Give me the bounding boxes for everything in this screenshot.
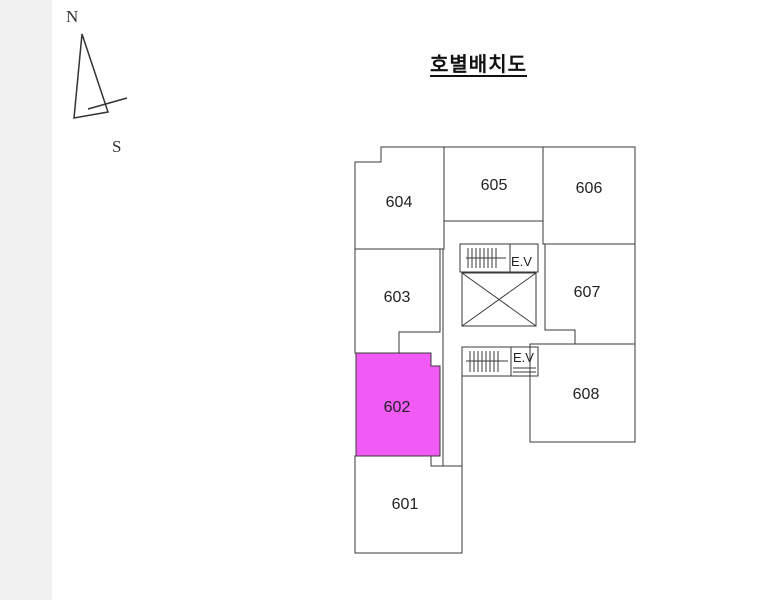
- left-margin-strip: [0, 0, 52, 600]
- unit-label-608: 608: [573, 386, 600, 403]
- unit-601[interactable]: [354, 455, 463, 554]
- unit-label-605: 605: [481, 177, 508, 194]
- compass-icon: [73, 33, 128, 119]
- unit-606[interactable]: [542, 146, 636, 245]
- unit-603[interactable]: [354, 248, 441, 354]
- elevator-label-bottom: E.V: [513, 350, 534, 365]
- unit-label-607: 607: [574, 284, 601, 301]
- unit-label-601: 601: [392, 496, 419, 513]
- compass-north: N: [66, 7, 78, 26]
- unit-label-606: 606: [576, 180, 603, 197]
- compass-south: S: [112, 137, 121, 156]
- stair-bottom: [461, 346, 539, 377]
- unit-608[interactable]: [529, 343, 636, 443]
- page-title: 호별배치도: [430, 52, 527, 76]
- unit-605[interactable]: [443, 146, 544, 222]
- elevator-shaft: [461, 272, 537, 327]
- unit-label-603: 603: [384, 289, 411, 306]
- unit-label-604: 604: [386, 194, 413, 211]
- stair-top: [459, 243, 539, 273]
- unit-label-602: 602: [384, 399, 411, 416]
- elevator-label-top: E.V: [511, 254, 532, 269]
- unit-607[interactable]: [544, 243, 636, 345]
